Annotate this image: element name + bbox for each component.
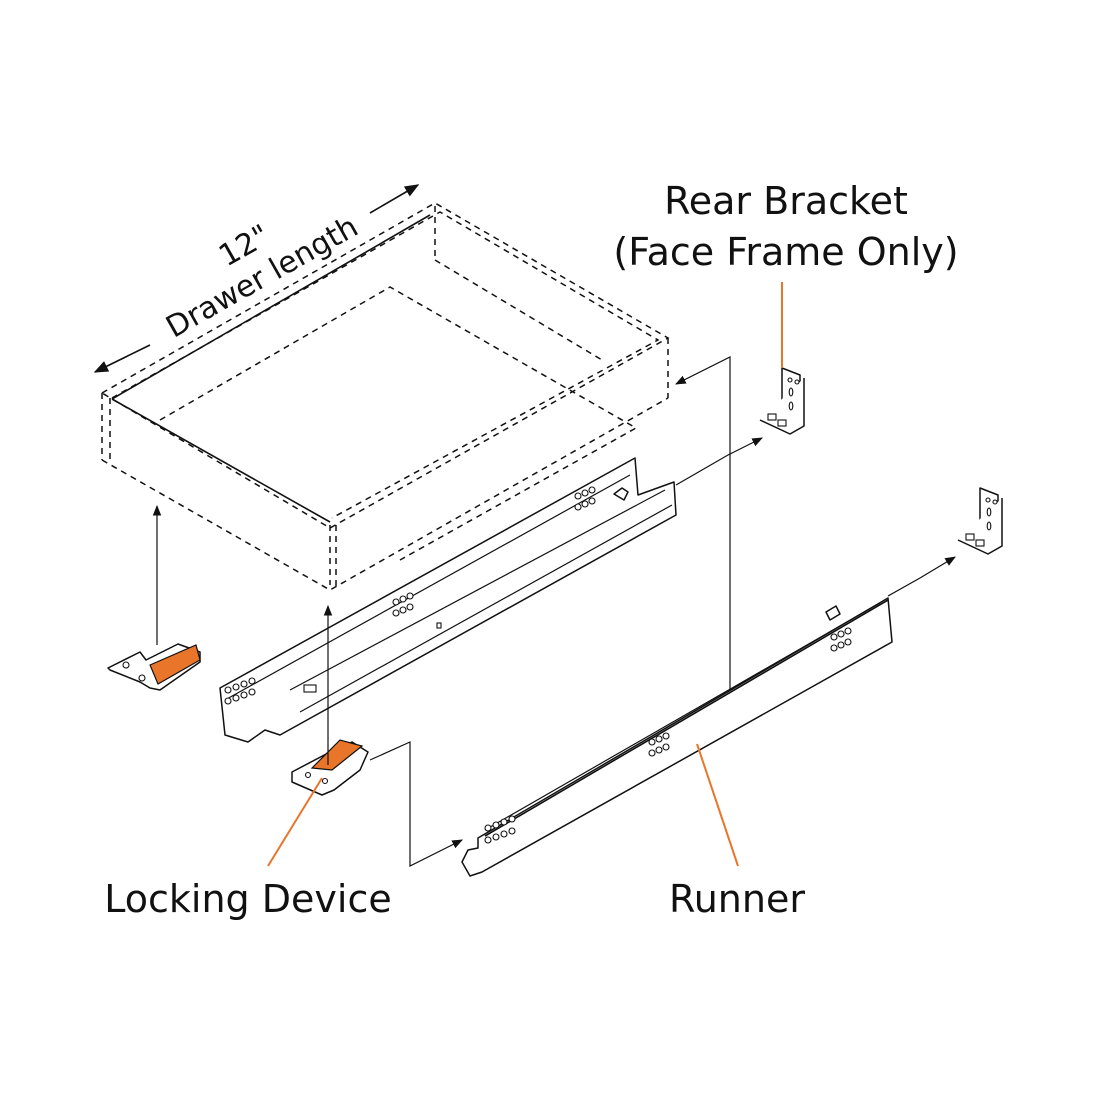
arrow-runner-to-rear-bracket-upper	[675, 437, 763, 486]
arrow-locking-to-runner	[369, 741, 463, 867]
mounting-holes	[224, 486, 596, 705]
rear-bracket-lower	[957, 487, 1003, 555]
drawer-box	[101, 202, 670, 591]
runner-upper	[219, 457, 677, 743]
dimension-arrow-right	[369, 184, 420, 214]
runner-leader	[696, 743, 739, 867]
drawer-length-dimension: 12" Drawer length	[93, 184, 420, 373]
arrow-runner-to-drawer	[675, 356, 731, 690]
arrow-runner-to-rear-bracket-lower	[887, 556, 956, 597]
locking-device-leader	[267, 777, 323, 867]
rear-bracket-upper	[759, 367, 805, 435]
dimension-arrow-left	[93, 344, 151, 373]
mounting-holes	[484, 627, 852, 844]
locking-device-center	[291, 739, 369, 796]
locking-device-left	[107, 643, 201, 691]
rear-bracket-label-line2: (Face Frame Only)	[613, 230, 958, 274]
runner-label: Runner	[669, 877, 805, 921]
rear-bracket-label-line1: Rear Bracket	[664, 179, 908, 223]
runner-lower	[461, 597, 893, 877]
locking-device-label: Locking Device	[104, 877, 391, 921]
